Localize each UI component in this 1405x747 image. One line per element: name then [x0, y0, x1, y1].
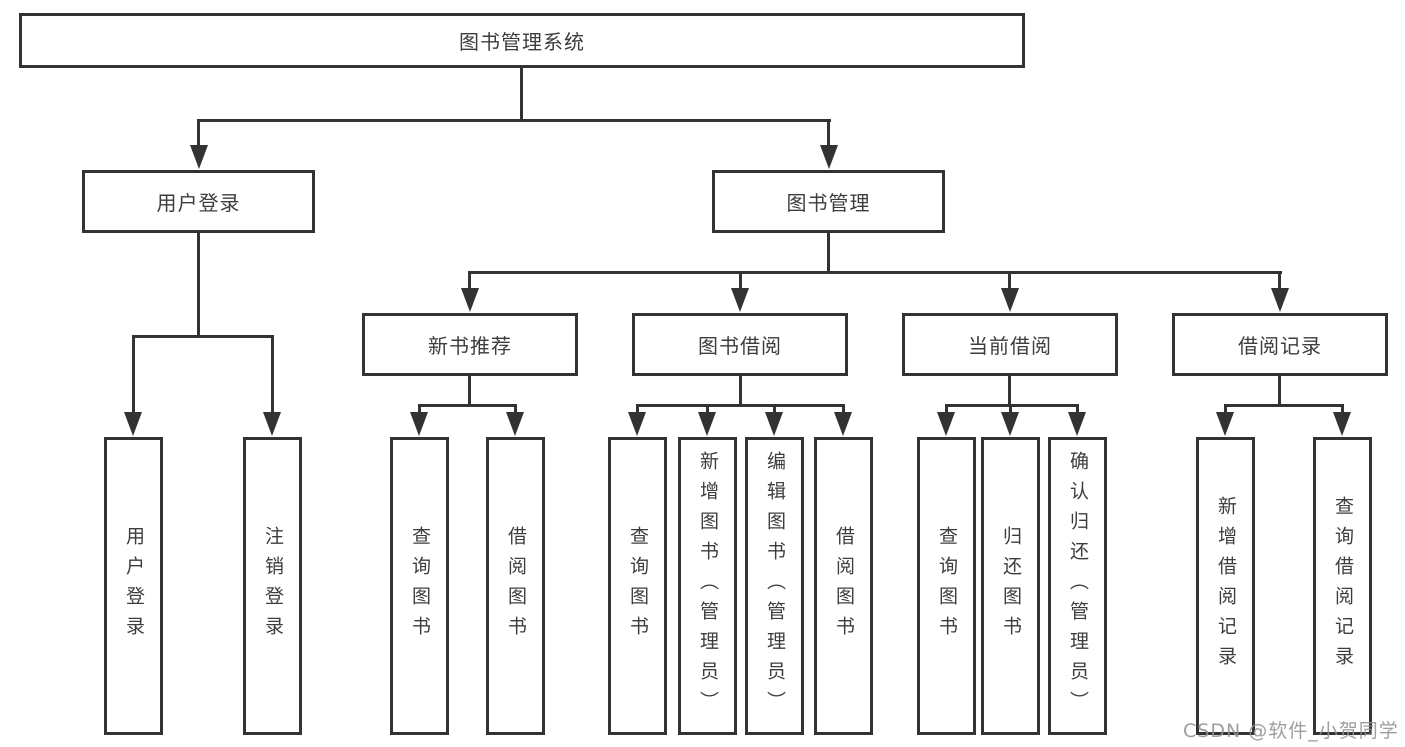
edge-mid-stub — [1278, 376, 1281, 407]
arrowhead-icon — [190, 145, 208, 169]
leaf-query-borrow-record-label: 查询借阅记录 — [1332, 496, 1354, 676]
edge-shaft — [1278, 271, 1281, 291]
csdn-watermark: CSDN @软件_小贺同学 — [1183, 720, 1399, 742]
node-current-borrowing-label: 当前借阅 — [968, 334, 1052, 358]
edge-shaft — [1224, 404, 1227, 418]
edge-shaft — [1009, 404, 1012, 418]
arrowhead-icon — [698, 412, 716, 436]
leaf-query-books-recommend-label: 查询图书 — [409, 526, 431, 646]
leaf-borrow-books-recommend: 借阅图书 — [486, 437, 545, 735]
node-root-label: 图书管理系统 — [459, 30, 585, 54]
edge-book-management-stub — [827, 233, 830, 273]
arrowhead-icon — [937, 412, 955, 436]
leaf-query-books-current: 查询图书 — [917, 437, 976, 735]
node-user-login: 用户登录 — [82, 170, 315, 233]
edge-level3-rail — [468, 271, 1282, 274]
leaf-user-login-label: 用户登录 — [123, 526, 145, 646]
node-book-management-label: 图书管理 — [786, 191, 871, 215]
edge-shaft — [1008, 271, 1011, 291]
node-book-borrowing-label: 图书借阅 — [698, 334, 782, 358]
edge-shaft — [773, 404, 776, 418]
edge-rail-borrowing-records — [1224, 404, 1344, 407]
node-current-borrowing: 当前借阅 — [902, 313, 1118, 376]
edge-shaft — [1076, 404, 1079, 418]
edge-user-login-rail — [132, 335, 274, 338]
arrowhead-icon — [1001, 288, 1019, 312]
arrowhead-icon — [820, 145, 838, 169]
leaf-confirm-return-admin: 确认归还（管理员） — [1048, 437, 1107, 735]
arrowhead-icon — [263, 412, 281, 436]
node-book-borrowing: 图书借阅 — [632, 313, 848, 376]
edge-shaft — [945, 404, 948, 418]
leaf-add-borrow-record: 新增借阅记录 — [1196, 437, 1255, 735]
edge-shaft — [132, 335, 135, 415]
node-root: 图书管理系统 — [19, 13, 1025, 68]
arrowhead-icon — [1001, 412, 1019, 436]
edge-mid-stub — [1008, 376, 1011, 407]
arrowhead-icon — [731, 288, 749, 312]
arrowhead-icon — [461, 288, 479, 312]
leaf-logout-label: 注销登录 — [262, 526, 284, 646]
edge-mid-stub — [739, 376, 742, 407]
edge-shaft — [271, 335, 274, 415]
leaf-return-books: 归还图书 — [981, 437, 1040, 735]
edge-user-login-stub — [197, 233, 200, 335]
arrowhead-icon — [1333, 412, 1351, 436]
edge-shaft — [514, 404, 517, 418]
arrowhead-icon — [1216, 412, 1234, 436]
leaf-edit-book-admin-label: 编辑图书（管理员） — [764, 451, 786, 721]
leaf-add-borrow-record-label: 新增借阅记录 — [1215, 496, 1237, 676]
leaf-borrow-books-borrowing-label: 借阅图书 — [833, 526, 855, 646]
leaf-query-books-recommend: 查询图书 — [390, 437, 449, 735]
edge-rail-current-borrowing — [945, 404, 1079, 407]
arrowhead-icon — [410, 412, 428, 436]
edge-mid-stub — [468, 376, 471, 407]
leaf-edit-book-admin: 编辑图书（管理员） — [745, 437, 804, 735]
edge-level1-rail — [197, 119, 831, 122]
leaf-add-book-admin: 新增图书（管理员） — [678, 437, 737, 735]
leaf-confirm-return-admin-label: 确认归还（管理员） — [1067, 451, 1089, 721]
edge-shaft — [418, 404, 421, 418]
node-new-book-recommend-label: 新书推荐 — [428, 334, 512, 358]
edge-shaft — [706, 404, 709, 418]
edge-shaft — [739, 271, 742, 291]
node-user-login-label: 用户登录 — [156, 191, 241, 215]
node-borrowing-records-label: 借阅记录 — [1238, 334, 1322, 358]
arrowhead-icon — [834, 412, 852, 436]
arrowhead-icon — [628, 412, 646, 436]
leaf-query-books-borrowing: 查询图书 — [608, 437, 667, 735]
arrowhead-icon — [765, 412, 783, 436]
leaf-borrow-books-borrowing: 借阅图书 — [814, 437, 873, 735]
leaf-query-borrow-record: 查询借阅记录 — [1313, 437, 1372, 735]
leaf-add-book-admin-label: 新增图书（管理员） — [697, 451, 719, 721]
leaf-logout: 注销登录 — [243, 437, 302, 735]
leaf-query-books-borrowing-label: 查询图书 — [627, 526, 649, 646]
edge-shaft — [827, 119, 830, 151]
edge-rail-new-book — [418, 404, 517, 407]
edge-shaft — [636, 404, 639, 418]
leaf-return-books-label: 归还图书 — [1000, 526, 1022, 646]
edge-root-stub — [520, 68, 523, 120]
edge-shaft — [1341, 404, 1344, 418]
arrowhead-icon — [506, 412, 524, 436]
edge-rail-book-borrowing — [636, 404, 845, 407]
arrowhead-icon — [1271, 288, 1289, 312]
arrowhead-icon — [124, 412, 142, 436]
leaf-borrow-books-recommend-label: 借阅图书 — [505, 526, 527, 646]
edge-shaft — [842, 404, 845, 418]
leaf-query-books-current-label: 查询图书 — [936, 526, 958, 646]
arrowhead-icon — [1068, 412, 1086, 436]
node-borrowing-records: 借阅记录 — [1172, 313, 1388, 376]
edge-shaft — [468, 271, 471, 291]
leaf-user-login: 用户登录 — [104, 437, 163, 735]
edge-shaft — [197, 119, 200, 151]
node-new-book-recommend: 新书推荐 — [362, 313, 578, 376]
node-book-management: 图书管理 — [712, 170, 945, 233]
